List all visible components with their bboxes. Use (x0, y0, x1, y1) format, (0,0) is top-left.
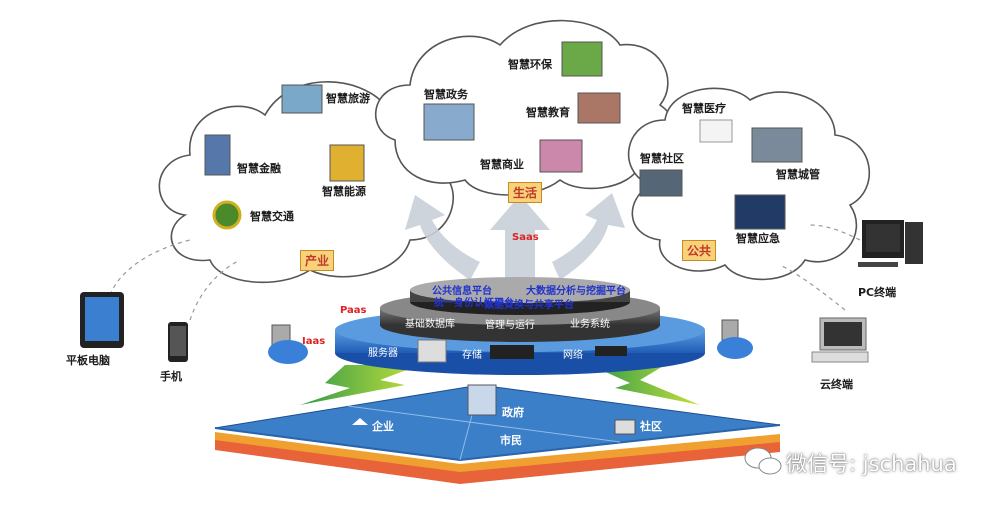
enterprise-icon (352, 418, 368, 425)
industry-item-label: 智慧金融 (237, 162, 281, 175)
service-label: 管理与运行 (485, 320, 535, 331)
ground-label: 市民 (500, 434, 522, 447)
life-item-label: 智慧政务 (424, 88, 468, 101)
industry-item-label: 智慧能源 (322, 185, 366, 198)
green-lightning (300, 365, 700, 405)
industry-item-label: 智慧旅游 (326, 92, 370, 105)
platform-label: 大数据分析与挖掘平台 (526, 286, 626, 297)
life-item-label: 智慧商业 (480, 158, 524, 171)
infra-label: 存储 (462, 350, 482, 361)
service-label: 业务系统 (570, 319, 610, 330)
life-pictures (423, 41, 621, 173)
device-label: PC终端 (858, 286, 897, 299)
iaas-label: Iaas (302, 336, 326, 347)
community-house-icon (614, 419, 636, 435)
right-cloud-icon (717, 319, 753, 359)
life-item-label: 智慧教育 (526, 106, 570, 119)
watermark: 微信号: jschahua (786, 452, 957, 476)
public-tag: 公共 (682, 240, 717, 261)
wechat-logo-icon (744, 447, 782, 475)
public-pictures (639, 119, 803, 230)
public-item-label: 智慧应急 (736, 232, 780, 245)
industry-pictures (204, 84, 365, 230)
platform-stack (335, 277, 705, 375)
device-label: 平板电脑 (66, 354, 110, 367)
infra-label: 服务器 (368, 348, 398, 359)
public-item-label: 智慧城管 (776, 168, 820, 181)
left-cloud-icon (268, 324, 308, 364)
platform-label: 公共信息平台 (432, 286, 492, 297)
dashed-connectors (109, 224, 861, 321)
public-item-label: 智慧社区 (640, 152, 684, 165)
public-item-label: 智慧医疗 (682, 102, 726, 115)
device-label: 手机 (160, 370, 182, 383)
platform-label: 统一身份认证平台 (434, 298, 514, 309)
saas-label: Saas (512, 232, 539, 243)
ground-platform (214, 384, 781, 484)
public-cloud (627, 87, 871, 281)
industry-item-label: 智慧交通 (250, 210, 294, 223)
infra-label: 网络 (563, 350, 583, 361)
pc-device (858, 220, 923, 267)
gray-arrows (405, 193, 625, 290)
service-label: 基础数据库 (405, 319, 455, 330)
government-building-icon (467, 384, 497, 416)
ground-label: 政府 (502, 406, 524, 419)
device-label: 云终端 (820, 378, 853, 391)
ground-label: 企业 (372, 420, 394, 433)
life-tag: 生活 (508, 182, 543, 203)
phone-device (168, 322, 188, 362)
tablet-device (80, 292, 124, 348)
industry-tag: 产业 (300, 250, 335, 271)
paas-label: Paas (340, 305, 367, 316)
platform-label: 数据交换与共享平台 (484, 300, 574, 311)
life-item-label: 智慧环保 (508, 58, 552, 71)
cloud-terminal-device (811, 317, 869, 363)
ground-label: 社区 (640, 420, 662, 433)
